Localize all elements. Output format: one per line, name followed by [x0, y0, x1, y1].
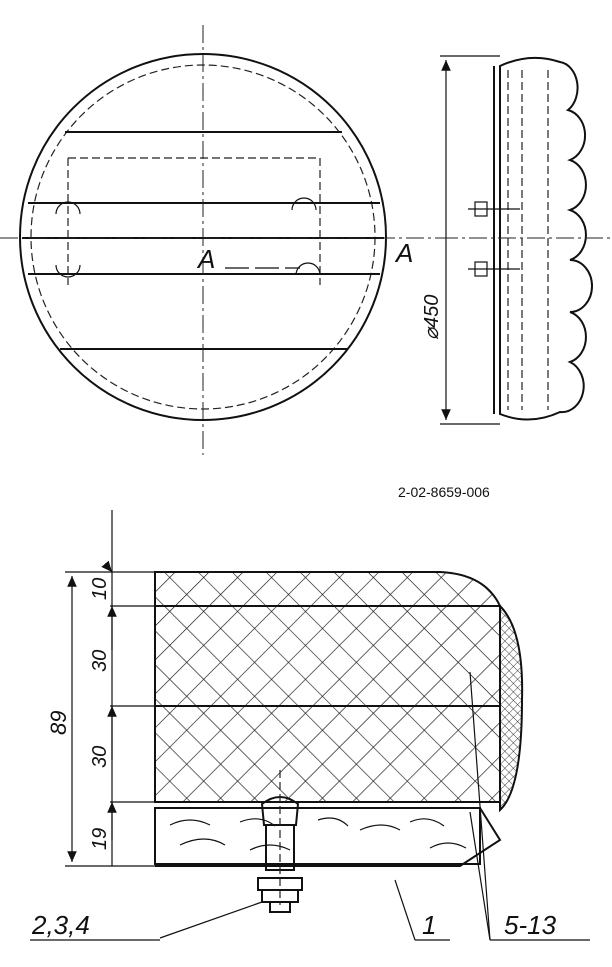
side-bolt	[468, 201, 520, 217]
leader-layers-1	[469, 811, 491, 941]
dim-total-89: 89	[46, 711, 71, 735]
section-label-left: A	[196, 244, 215, 274]
plan-view: A A	[0, 25, 440, 455]
bolt-hole	[55, 201, 81, 215]
dim-19: 19	[89, 828, 111, 850]
section-view: 10 30 30 19 89 2,3,4 1 5-13	[30, 510, 590, 941]
callout-layers: 5-13	[504, 910, 557, 940]
callout-base: 1	[422, 910, 436, 940]
bolt-hole	[295, 262, 321, 276]
side-body-outline	[499, 56, 593, 421]
dim-30-lower: 30	[89, 746, 111, 768]
side-view: ⌀450	[421, 55, 610, 425]
leader-hardware	[159, 901, 263, 939]
section-bolt	[257, 770, 303, 913]
foam-layer-lower	[154, 705, 501, 803]
leader-base	[394, 879, 416, 941]
drawing-number: 2-02-8659-006	[398, 484, 490, 500]
wood-base	[154, 807, 481, 865]
diameter-label: ⌀450	[421, 295, 443, 340]
wood-grain	[169, 817, 467, 851]
callout-hardware: 2,3,4	[31, 910, 90, 940]
edge-cover	[499, 603, 524, 813]
dim-10: 10	[89, 578, 111, 600]
bolt-hole	[55, 264, 81, 278]
dim-tick	[101, 560, 113, 573]
side-bolt	[468, 261, 520, 277]
outer-shell	[155, 807, 502, 867]
foam-layer-upper	[154, 605, 501, 707]
leader-layers-2	[469, 671, 491, 941]
top-pad-layer	[154, 571, 502, 607]
dim-30-upper: 30	[89, 650, 111, 672]
bolt-hole	[291, 197, 317, 211]
section-label-right: A	[394, 238, 413, 268]
